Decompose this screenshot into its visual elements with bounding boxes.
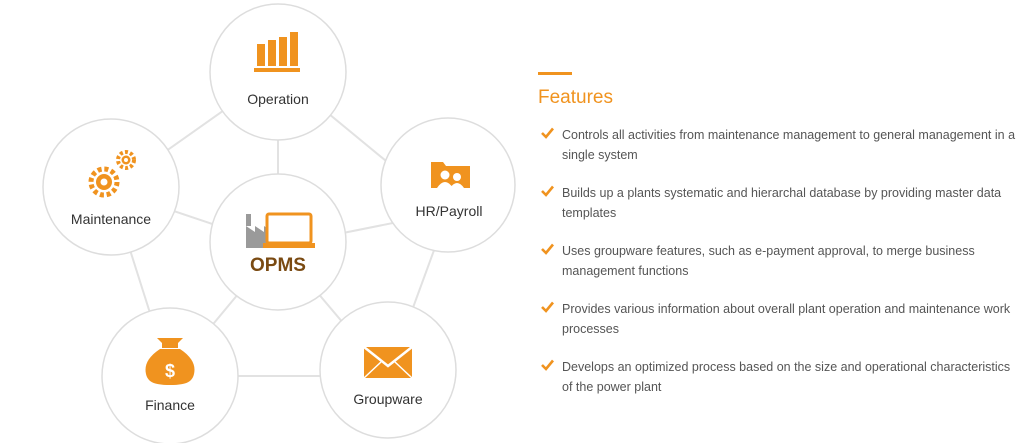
- feature-text: Develops an optimized process based on t…: [562, 360, 1011, 394]
- feature-text: Uses groupware features, such as e-payme…: [562, 244, 975, 278]
- envelope-icon: [363, 346, 413, 379]
- node-hr-payroll[interactable]: HR/Payroll: [380, 117, 516, 253]
- feature-list: Controls all activities from maintenance…: [538, 125, 1024, 397]
- node-maintenance[interactable]: Maintenance: [42, 118, 180, 256]
- node-operation[interactable]: Operation: [209, 3, 347, 141]
- checkmark-icon: [541, 185, 554, 197]
- maintenance-label: Maintenance: [71, 211, 151, 227]
- node-groupware[interactable]: Groupware: [319, 301, 457, 439]
- svg-text:$: $: [165, 361, 175, 381]
- checkmark-icon: [541, 243, 554, 255]
- hr-payroll-label: HR/Payroll: [416, 203, 483, 219]
- checkmark-icon: [541, 301, 554, 313]
- features-panel: Features Controls all activities from ma…: [538, 72, 1024, 415]
- node-finance[interactable]: $ Finance: [101, 307, 239, 443]
- factory-monitor-icon: [246, 212, 315, 248]
- feature-text: Builds up a plants systematic and hierar…: [562, 186, 1002, 220]
- opms-diagram: Operation HR/Payroll Groupware $: [42, 3, 516, 443]
- feature-item: Uses groupware features, such as e-payme…: [538, 241, 1024, 281]
- people-folder-icon: [431, 162, 470, 188]
- feature-text: Controls all activities from maintenance…: [562, 128, 1016, 162]
- checkmark-icon: [541, 127, 554, 139]
- finance-label: Finance: [145, 397, 195, 413]
- features-accent-bar: [538, 72, 572, 75]
- feature-text: Provides various information about overa…: [562, 302, 1011, 336]
- checkmark-icon: [541, 359, 554, 371]
- operation-label: Operation: [247, 91, 308, 107]
- feature-item: Provides various information about overa…: [538, 299, 1024, 339]
- gears-icon: [88, 150, 136, 198]
- node-opms-center[interactable]: OPMS: [209, 173, 347, 311]
- feature-item: Controls all activities from maintenance…: [538, 125, 1024, 165]
- groupware-label: Groupware: [353, 391, 422, 407]
- features-title: Features: [538, 87, 613, 108]
- feature-item: Builds up a plants systematic and hierar…: [538, 183, 1024, 223]
- bar-chart-icon: [254, 32, 300, 72]
- money-bag-icon: $: [145, 338, 195, 385]
- opms-label: OPMS: [250, 255, 306, 276]
- feature-item: Develops an optimized process based on t…: [538, 357, 1024, 397]
